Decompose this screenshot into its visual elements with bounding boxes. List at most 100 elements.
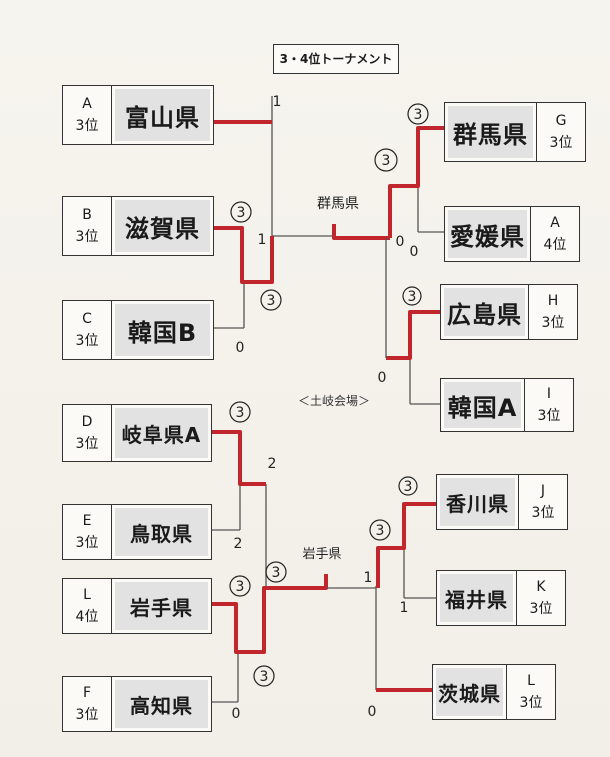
- winner-path-top-final: [332, 224, 390, 240]
- score-circle: [253, 665, 275, 687]
- score-kagawa-r1: 3: [404, 479, 413, 495]
- team-group: J: [540, 483, 546, 499]
- score-iwate-r1: 3: [236, 579, 245, 595]
- score-kagawa-r2: 3: [376, 523, 385, 539]
- score-circle: [265, 561, 287, 583]
- winner-path-kagawa: [376, 502, 436, 588]
- team-group: I: [546, 386, 552, 402]
- venue-label: ＜土岐会場＞: [297, 394, 370, 408]
- team-group: L: [83, 587, 91, 603]
- team-name: 富山県: [115, 89, 210, 141]
- winner-path-gunma: [388, 126, 444, 238]
- team-group: E: [82, 513, 92, 529]
- score-circle: [229, 401, 251, 423]
- team-rank: 3位: [529, 601, 553, 617]
- score-gifu-r2: 2: [268, 456, 277, 472]
- team-group: C: [82, 311, 92, 327]
- team-group: A: [550, 215, 560, 231]
- score-left-r2: 3: [267, 293, 276, 309]
- team-name: 高知県: [115, 680, 208, 728]
- score-circle: [402, 286, 422, 306]
- team-card-shiga: B 3位 滋賀県: [62, 196, 214, 256]
- team-card-tottori: E 3位 鳥取県: [62, 504, 212, 560]
- team-card-gunma: G 3位 群馬県: [444, 102, 586, 162]
- team-rank: 3位: [75, 535, 99, 551]
- score-shiga-r1: 3: [237, 205, 246, 221]
- team-rank: 3位: [75, 118, 99, 134]
- score-kochi: 0: [232, 706, 241, 722]
- team-rank: 3位: [75, 436, 99, 452]
- team-name: 鳥取県: [115, 508, 208, 556]
- team-group: L: [527, 673, 535, 689]
- score-ibaraki: 0: [368, 704, 377, 720]
- score-shiga-r2: 1: [258, 232, 267, 248]
- tournament-title: 3・4位トーナメント: [273, 44, 399, 74]
- score-circles: [229, 103, 429, 687]
- team-rank: 3位: [541, 315, 565, 331]
- team-rank: 3位: [531, 505, 555, 521]
- team-rank: 3位: [519, 695, 543, 711]
- score-gunma-r2: 3: [382, 153, 391, 169]
- score-circle: [407, 103, 429, 125]
- score-gifu-a: 3: [236, 405, 245, 421]
- team-group: K: [536, 579, 546, 595]
- team-card-kochi: F 3位 高知県: [62, 676, 212, 732]
- team-name: 韓国A: [444, 382, 521, 428]
- team-group: G: [555, 113, 567, 129]
- team-rank: 3位: [75, 707, 99, 723]
- team-group: B: [82, 207, 92, 223]
- team-name: 茨城県: [436, 668, 503, 716]
- score-iwate-mid: 3: [272, 565, 281, 581]
- team-name: 香川県: [440, 478, 515, 526]
- team-group: H: [547, 293, 559, 309]
- winner-label-bottom: 岩手県: [302, 547, 341, 562]
- score-tottori: 2: [234, 536, 243, 552]
- winner-path-gifu: [212, 430, 266, 486]
- winner-label-top: 群馬県: [317, 196, 359, 212]
- team-card-korea-a: I 3位 韓国A: [440, 378, 574, 432]
- score-circle: [369, 519, 391, 541]
- team-card-toyama: A 3位 富山県: [62, 85, 214, 145]
- team-name: 岩手県: [115, 582, 208, 630]
- team-card-fukui: K 3位 福井県: [436, 570, 566, 626]
- team-rank: 4位: [75, 609, 99, 625]
- team-rank: 3位: [537, 408, 561, 424]
- team-card-gifu-a: D 3位 岐阜県A: [62, 404, 212, 462]
- team-card-korea-b: C 3位 韓国B: [62, 300, 214, 360]
- team-name: 韓国B: [115, 304, 210, 356]
- team-name: 滋賀県: [115, 200, 210, 252]
- team-card-kagawa: J 3位 香川県: [436, 474, 568, 530]
- score-numbers: 1 3 1 3 0 3 3 0 0 3 0 3 2 2 3 3 3 0 3 3 …: [232, 94, 423, 722]
- score-hiroshima: 3: [408, 289, 417, 305]
- team-name: 福井県: [440, 574, 513, 622]
- team-group: A: [82, 96, 92, 112]
- score-bottom-center: 1: [364, 570, 373, 586]
- score-korea-a: 0: [378, 370, 387, 386]
- team-rank: 3位: [75, 333, 99, 349]
- score-toyama: 1: [273, 94, 282, 110]
- team-name: 広島県: [444, 288, 525, 336]
- score-circle: [229, 575, 251, 597]
- score-gunma-r1: 3: [414, 107, 423, 123]
- team-group: D: [81, 414, 93, 430]
- score-circle: [374, 148, 398, 172]
- bracket-center-lines: [326, 238, 387, 589]
- winner-path-iwate: [212, 574, 328, 654]
- team-name: 群馬県: [448, 106, 533, 158]
- score-circle: [230, 201, 252, 223]
- score-right-center: 0: [396, 234, 405, 250]
- score-iwate-r2: 3: [260, 669, 269, 685]
- team-name: 愛媛県: [448, 210, 527, 258]
- team-name: 岐阜県A: [115, 408, 208, 458]
- score-circle: [398, 476, 418, 496]
- team-rank: 3位: [549, 135, 573, 151]
- score-circle: [260, 289, 282, 311]
- team-card-ibaraki: L 3位 茨城県: [432, 664, 556, 720]
- score-korea-b: 0: [236, 340, 245, 356]
- team-rank: 3位: [75, 229, 99, 245]
- team-group: F: [82, 685, 92, 701]
- score-ehime: 0: [410, 244, 419, 260]
